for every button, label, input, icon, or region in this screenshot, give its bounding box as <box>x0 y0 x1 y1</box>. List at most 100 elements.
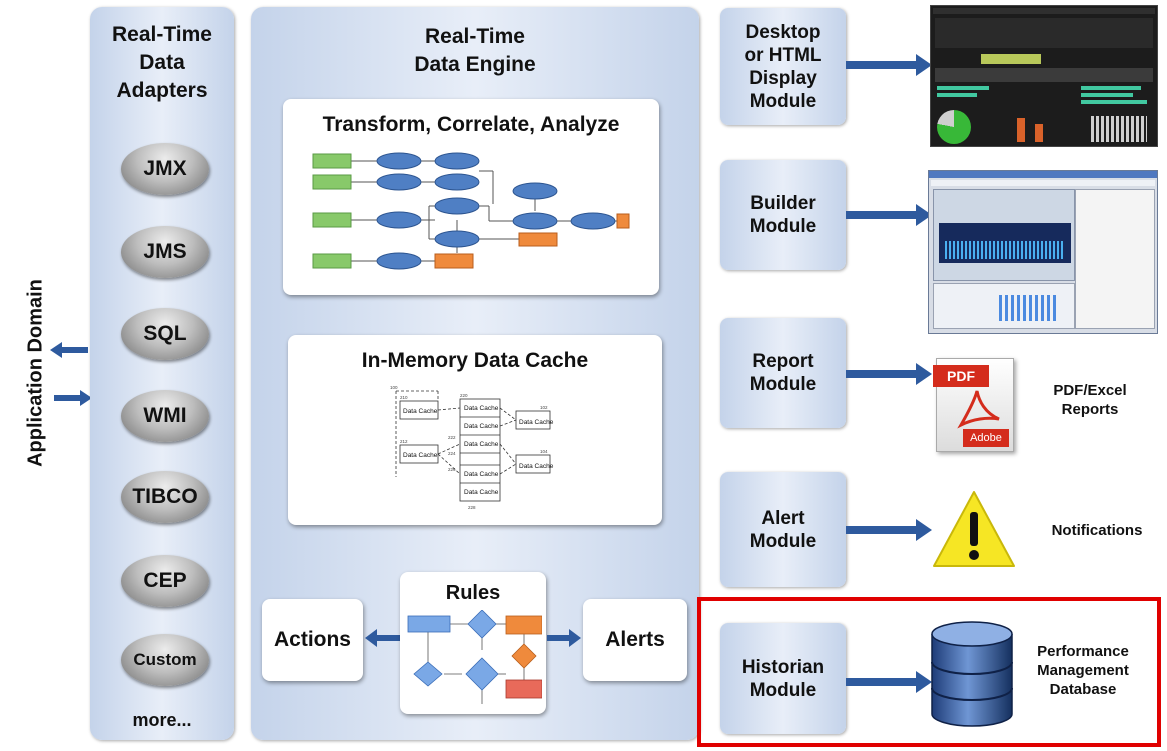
arrow-right-icon <box>846 671 932 693</box>
adapter-cep: CEP <box>121 555 209 607</box>
ref-number: 210 <box>400 395 408 400</box>
historian-highlight-frame <box>697 597 1161 747</box>
builder-module: Builder Module <box>720 160 846 270</box>
arrow-right-icon <box>547 629 581 647</box>
process-node <box>376 173 422 191</box>
adapters-panel: Real-Time Data Adapters JMX JMS SQL WMI … <box>90 7 234 740</box>
ref-number: 222 <box>448 435 456 440</box>
adapter-label: JMS <box>143 240 187 263</box>
notifications-label: Notifications <box>1051 522 1143 539</box>
cache-diagram: Data Cache Data Cache Data Cache Data Ca… <box>390 385 554 510</box>
transform-box: Transform, Correlate, Analyze <box>283 99 659 295</box>
alert-module: Alert Module <box>720 472 846 587</box>
arrow-right-icon <box>54 390 92 406</box>
process-node <box>376 211 422 229</box>
actions-box: Actions <box>262 599 363 681</box>
ref-number: 104 <box>540 449 548 454</box>
rule-decision <box>511 643 537 669</box>
rule-decision <box>413 661 443 687</box>
application-domain-label: Application Domain <box>24 279 47 467</box>
rule-decision <box>467 610 497 639</box>
process-node <box>512 182 558 200</box>
rules-title: Rules <box>445 582 501 604</box>
alerts-box: Alerts <box>583 599 687 681</box>
rules-flowchart <box>407 610 542 704</box>
rule-step <box>505 679 542 699</box>
engine-title: Real-Time Data Engine <box>414 25 536 76</box>
arrow-left-icon <box>50 342 88 358</box>
input-node <box>312 153 352 169</box>
rule-decision <box>465 657 499 691</box>
cache-node-label: Data Cache <box>519 463 554 470</box>
adapter-jms: JMS <box>121 226 209 278</box>
adapters-title: Real-Time Data Adapters <box>112 23 212 102</box>
adapter-tibco: TIBCO <box>121 471 209 523</box>
cache-box: In-Memory Data Cache <box>288 335 662 525</box>
adapter-wmi: WMI <box>121 390 209 442</box>
adapter-label: TIBCO <box>132 485 198 508</box>
database-icon <box>931 621 1013 727</box>
arrow-right-icon <box>846 363 932 385</box>
cache-node-label: Data Cache <box>464 423 499 430</box>
ref-number: 220 <box>460 393 468 398</box>
process-node <box>376 152 422 170</box>
adapter-jmx: JMX <box>121 143 209 195</box>
output-node <box>434 253 474 269</box>
arrow-right-icon <box>846 519 932 541</box>
process-node <box>512 212 558 230</box>
cache-node-label: Data Cache <box>464 405 499 412</box>
display-module: Desktop or HTML Display Module <box>720 8 846 125</box>
rule-step <box>407 615 451 633</box>
ref-number: 212 <box>400 439 408 444</box>
input-node <box>312 174 352 190</box>
rule-step <box>505 615 542 635</box>
module-output-arrows <box>846 54 932 693</box>
engine-panel: Real-Time Data Engine Transform, Correla… <box>251 7 699 740</box>
builder-screenshot-thumbnail <box>928 170 1158 334</box>
domain-arrows <box>50 342 92 406</box>
acrobat-logo <box>957 390 1000 429</box>
arrow-left-icon <box>365 629 401 647</box>
warning-icon <box>933 491 1015 567</box>
historian-module: Historian Module <box>720 623 846 734</box>
pdf-icon-badge: PDF <box>933 365 989 387</box>
ref-number: 102 <box>540 405 548 410</box>
output-node <box>518 232 558 247</box>
display-dashboard-thumbnail <box>930 5 1158 147</box>
process-node <box>376 252 422 270</box>
adapter-label: SQL <box>143 322 187 345</box>
adobe-label: Adobe <box>963 429 1009 447</box>
pie-thumbnail <box>937 110 971 144</box>
process-node <box>434 173 480 191</box>
adapter-label: JMX <box>143 157 187 180</box>
input-node <box>312 253 352 269</box>
cache-node-label: Data Cache <box>464 471 499 478</box>
actions-label: Actions <box>273 628 351 651</box>
ref-number: 226 <box>448 467 456 472</box>
ref-number: 228 <box>468 505 476 510</box>
process-node <box>434 152 480 170</box>
adapter-sql: SQL <box>121 308 209 360</box>
ref-number: 100 <box>390 385 398 390</box>
adapter-label: Custom <box>133 650 197 669</box>
cache-title: In-Memory Data Cache <box>361 349 589 372</box>
adapter-custom: Custom <box>121 634 209 686</box>
process-node <box>434 230 480 248</box>
cache-node-label: Data Cache <box>403 452 438 459</box>
arrow-to-actions <box>365 629 401 647</box>
cache-node-label: Data Cache <box>464 441 499 448</box>
alerts-label: Alerts <box>605 628 665 651</box>
ref-number: 224 <box>448 451 456 456</box>
rules-box: Rules <box>400 572 546 714</box>
input-node <box>312 212 352 228</box>
arrow-right-icon <box>846 204 932 226</box>
output-node <box>616 213 630 229</box>
pdf-icon: PDF Adobe <box>933 358 1014 452</box>
adapter-label: CEP <box>143 569 187 592</box>
report-module: Report Module <box>720 318 846 428</box>
adapters-more: more... <box>132 710 192 730</box>
transform-title: Transform, Correlate, Analyze <box>322 113 620 136</box>
arrow-right-icon <box>846 54 932 76</box>
adapter-label: WMI <box>143 404 187 427</box>
pdf-excel-reports-label: PDF/Excel Reports <box>1053 382 1127 418</box>
